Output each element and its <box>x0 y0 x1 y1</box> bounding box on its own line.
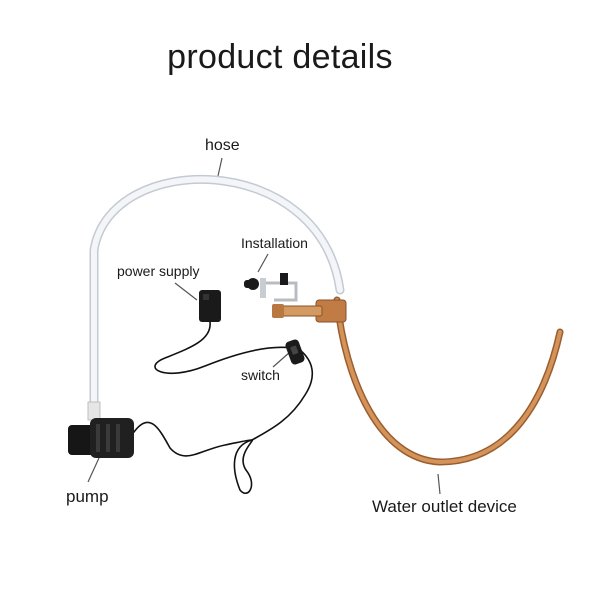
label-power-supply: power supply <box>117 263 200 279</box>
pump <box>68 401 134 458</box>
label-water-outlet: Water outlet device <box>372 497 517 516</box>
label-hose: hose <box>205 137 240 154</box>
leader-lines <box>87 157 441 495</box>
leader-water-outlet <box>437 473 441 495</box>
label-installation: Installation <box>241 235 308 251</box>
leader-switch <box>272 351 291 368</box>
leader-installation <box>257 253 269 273</box>
power-supply-adapter <box>199 290 221 322</box>
hose <box>89 174 345 407</box>
leader-hose <box>217 157 223 177</box>
water-outlet-device <box>333 296 564 466</box>
outlet-connector <box>272 299 347 323</box>
cables <box>133 321 314 494</box>
label-switch: switch <box>241 367 280 383</box>
leader-power-supply <box>174 282 198 301</box>
installation-clamp <box>244 273 298 302</box>
label-pump: pump <box>66 487 109 506</box>
leader-pump <box>87 457 100 483</box>
page-title: product details <box>167 38 393 76</box>
inline-switch <box>285 339 305 365</box>
